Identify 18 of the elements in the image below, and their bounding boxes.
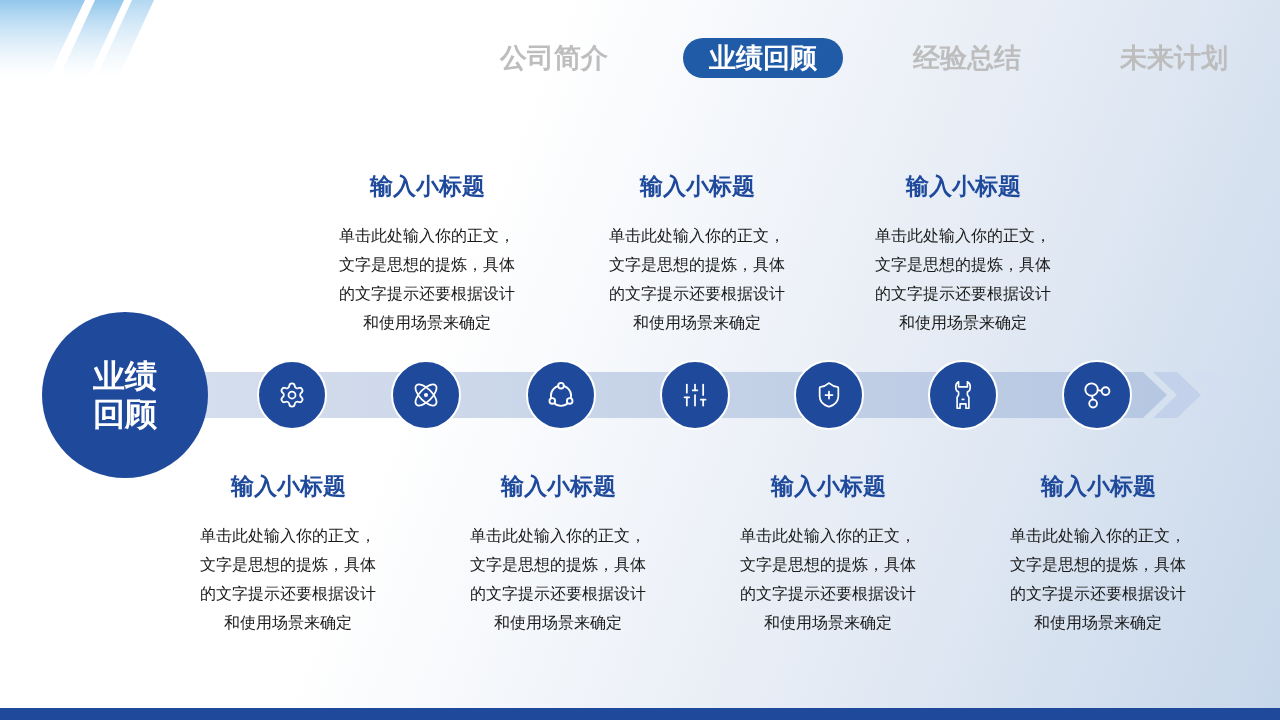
body-text: 单击此处输入你的正文，文字是思想的提炼，具体的文字提示还要根据设计和使用场景来确定: [199, 526, 377, 634]
body-text: 单击此处输入你的正文，文字是思想的提炼，具体的文字提示还要根据设计和使用场景来确定: [1009, 526, 1187, 634]
subtitle: 输入小标题: [500, 471, 616, 501]
body-text: 单击此处输入你的正文，文字是思想的提炼，具体的文字提示还要根据设计和使用场景来确定: [338, 226, 516, 334]
section-title: 业绩回顾: [93, 357, 157, 433]
subtitle: 输入小标题: [369, 171, 485, 201]
subtitle: 输入小标题: [905, 171, 1021, 201]
nav-label: 公司简介: [500, 41, 608, 75]
subtitle: 输入小标题: [1040, 471, 1156, 501]
body-text: 单击此处输入你的正文，文字是思想的提炼，具体的文字提示还要根据设计和使用场景来确定: [608, 226, 786, 334]
subtitle: 输入小标题: [230, 471, 346, 501]
body-text: 单击此处输入你的正文，文字是思想的提炼，具体的文字提示还要根据设计和使用场景来确定: [739, 526, 917, 634]
body-text: 单击此处输入你的正文，文字是思想的提炼，具体的文字提示还要根据设计和使用场景来确定: [874, 226, 1052, 334]
nav-label: 经验总结: [913, 41, 1021, 75]
subtitle: 输入小标题: [770, 471, 886, 501]
subtitle: 输入小标题: [639, 171, 755, 201]
body-text: 单击此处输入你的正文，文字是思想的提炼，具体的文字提示还要根据设计和使用场景来确定: [469, 526, 647, 634]
active-tab: 业绩回顾: [683, 38, 843, 78]
